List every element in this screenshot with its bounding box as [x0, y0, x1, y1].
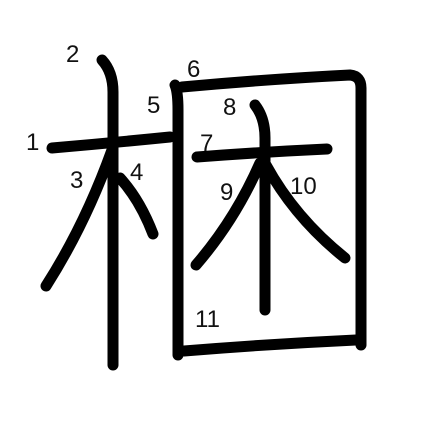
- stroke-3: [40, 144, 118, 292]
- stroke-2: [96, 54, 119, 371]
- stroke-label-4: 4: [130, 159, 143, 186]
- stroke-label-2: 2: [66, 41, 79, 68]
- stroke-label-1: 1: [26, 129, 39, 156]
- stroke-9: [190, 157, 266, 271]
- stroke-label-7: 7: [200, 130, 213, 157]
- stroke-label-8: 8: [223, 94, 236, 121]
- stroke-6: [176, 69, 367, 351]
- stroke-label-5: 5: [147, 92, 160, 119]
- stroke-11: [178, 334, 362, 357]
- stroke-5: [169, 79, 184, 361]
- stroke-label-10: 10: [290, 173, 317, 200]
- stroke-label-3: 3: [70, 167, 83, 194]
- stroke-10: [260, 159, 351, 264]
- stroke-4: [114, 172, 159, 240]
- stroke-8: [249, 99, 271, 316]
- stroke-label-11: 11: [195, 306, 220, 333]
- stroke-label-6: 6: [187, 56, 200, 83]
- stroke-label-9: 9: [220, 179, 233, 206]
